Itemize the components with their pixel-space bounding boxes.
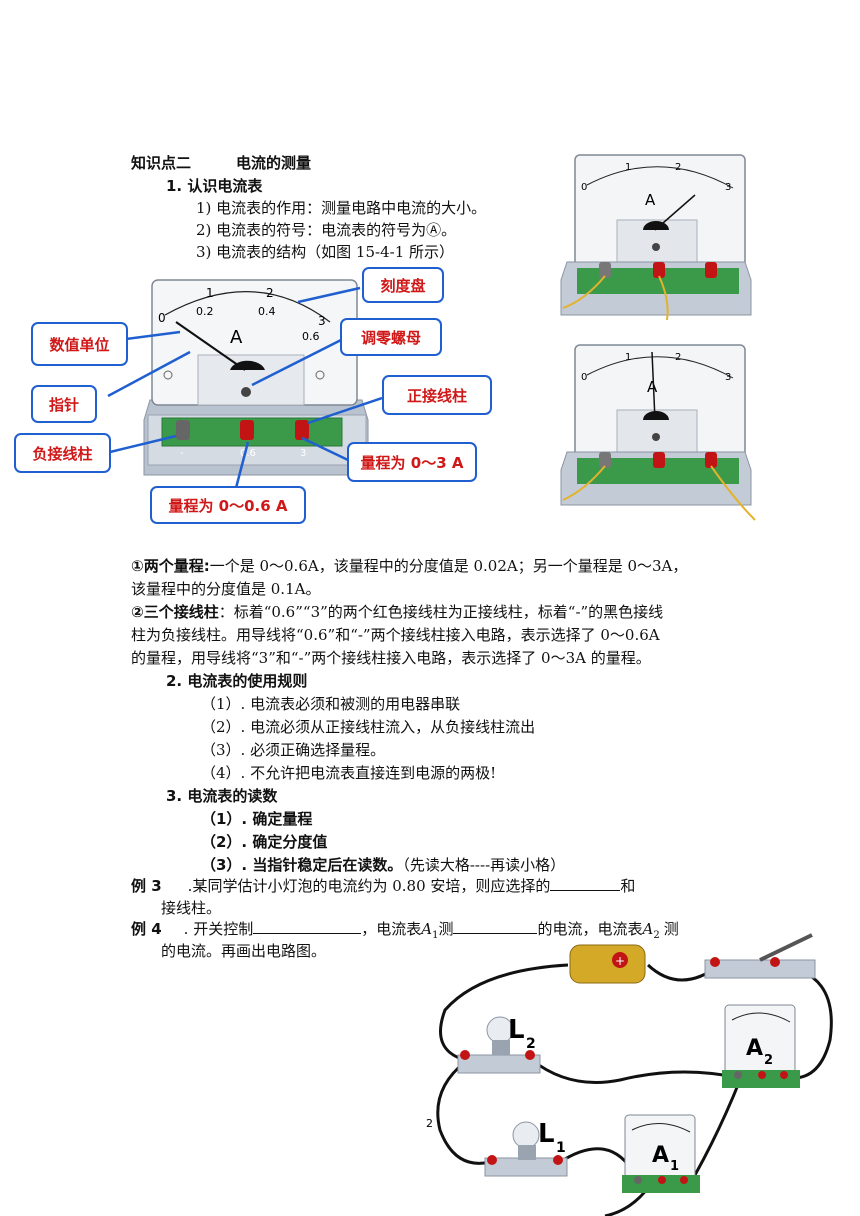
bot-scale-2: 2: [675, 352, 681, 363]
terminal-label-0-6: 0.6: [240, 448, 256, 459]
reading-3: （3）. 当指针稳定后在读数。（先读大格----再读小格）: [201, 854, 565, 876]
para-terminals-text1: ：标着“0.6”“3”的两个红色接线柱为正接线柱，标着“-”的黑色接线: [218, 603, 664, 621]
ammeter-photo-top: 0 1 2 3 A: [560, 154, 752, 321]
example-4-label: 例 4: [131, 920, 162, 938]
terminal-label-neg: -: [180, 448, 184, 459]
switch: [704, 959, 816, 979]
example-3-text: .某同学估计小灯泡的电流约为 0.80 安培，则应选择的: [187, 877, 551, 895]
rule-2: （2）. 电流必须从正接线柱流入，从负接线柱流出: [201, 718, 536, 736]
bot-scale-3: 3: [725, 372, 731, 383]
callout-range-3: 量程为 0～3 A: [347, 442, 477, 482]
para-terminals-lead: ②三个接线柱: [131, 603, 219, 621]
label-a2: A: [746, 1036, 763, 1061]
section-title: 知识点二: [131, 154, 192, 172]
callout-leaders: [107, 286, 383, 489]
scale-0-6: 0.6: [302, 330, 320, 343]
example-4-t4: 的电流，电流表: [537, 920, 643, 938]
section-subtitle: 电流的测量: [236, 154, 312, 172]
para-terminals-line3: 的量程，用导线将“3”和“-”两个接线柱接入电路，表示选择了 0～3A 的量程。: [131, 649, 651, 667]
rule-3: （3）. 必须正确选择量程。: [201, 741, 386, 759]
callout-zero-nut: 调零螺母: [340, 318, 442, 356]
para-terminals-line2: 柱为负接线柱。用导线将“0.6”和“-”两个接线柱接入电路，表示选择了 0～0.…: [131, 626, 660, 644]
reading-3-bold: （3）. 当指针稳定后在读数。: [201, 856, 403, 874]
example-4-line2: 的电流。再画出电路图。: [161, 942, 327, 960]
example-4-a2-sub: 2: [653, 930, 660, 941]
scale-0: 0: [158, 311, 166, 325]
battery: [569, 944, 646, 984]
bot-scale-0: 0: [581, 372, 587, 383]
circuit-diagram: + L 2 L 1 A 2 A 1 2: [426, 933, 833, 1216]
callout-dial: 刻度盘: [362, 267, 444, 303]
example-4-t1: . 开关控制: [183, 920, 254, 938]
item-1-1: 1) 电流表的作用：测量电路中电流的大小。: [196, 199, 487, 217]
neg-terminal-knob: [176, 420, 190, 440]
callout-range-0-6: 量程为 0～0.6 A: [150, 486, 306, 524]
top-scale-1: 1: [625, 162, 631, 173]
callout-pointer: 指针: [31, 385, 97, 423]
scale-0-4: 0.4: [258, 305, 276, 318]
top-unit: A: [645, 191, 656, 209]
heading-usage-rules: 2. 电流表的使用规则: [166, 672, 308, 690]
scale-3: 3: [318, 314, 326, 328]
label-l2-sub: 2: [526, 1036, 536, 1052]
para-ranges-line2: 该量程中的分度值是 0.1A。: [131, 580, 321, 598]
top-scale-0: 0: [581, 182, 587, 193]
heading-reading: 3. 电流表的读数: [166, 787, 278, 805]
top-scale-2: 2: [675, 162, 681, 173]
example-4-a1-sub: 1: [432, 930, 439, 941]
ammeter-figure: 0 1 2 3 0.2 0.4 0.6 A - 0.6 3: [143, 279, 369, 476]
item-1-2: 2) 电流表的符号：电流表的符号为Ⓐ。: [196, 221, 457, 239]
example-3-tail: 和: [620, 877, 636, 895]
callout-pos-terminal: 正接线柱: [382, 375, 492, 415]
para-ranges-text1: 一个是 0～0.6A，该量程中的分度值是 0.02A；另一个量程是 0～3A，: [209, 557, 688, 575]
example-3-line2: 接线柱。: [161, 899, 222, 917]
top-scale-3: 3: [725, 182, 731, 193]
heading-recognize-ammeter: 1. 认识电流表: [166, 177, 263, 195]
label-l2: L: [508, 1015, 525, 1045]
scale-1: 1: [206, 286, 214, 300]
rule-1: （1）. 电流表必须和被测的用电器串联: [201, 695, 461, 713]
example-4-t2: ，电流表: [361, 920, 422, 938]
label-a2-sub: 2: [764, 1053, 773, 1068]
example-4-blank-1[interactable]: [253, 917, 362, 934]
terminal-label-3: 3: [300, 448, 306, 459]
callout-unit: 数值单位: [31, 322, 128, 366]
example-4-a2: A: [642, 920, 654, 938]
example-4-a1: A: [421, 920, 433, 938]
scale-0-2: 0.2: [196, 305, 214, 318]
para-ranges-lead: ①两个量程:: [131, 557, 210, 575]
example-3-label: 例 3: [131, 877, 162, 895]
bot-unit: A: [647, 378, 658, 396]
para-terminals-line1: ②三个接线柱：标着“0.6”“3”的两个红色接线柱为正接线柱，标着“-”的黑色接…: [131, 601, 663, 623]
example-3-line1: 例 3 .某同学估计小灯泡的电流约为 0.80 安培，则应选择的 和: [131, 874, 635, 897]
example-3-blank[interactable]: [550, 874, 621, 891]
callout-neg-terminal: 负接线柱: [14, 433, 111, 473]
scale-2: 2: [266, 286, 274, 300]
terminal-0-6-knob: [240, 420, 254, 440]
label-l1-sub: 1: [556, 1140, 566, 1156]
item-1-3: 3) 电流表的结构（如图 15-4-1 所示）: [196, 243, 455, 261]
side-number: 2: [426, 1117, 433, 1130]
ammeter-photo-bottom: 0 1 2 3 A: [560, 344, 756, 521]
label-a1: A: [652, 1143, 669, 1168]
reading-1: （1）. 确定量程: [201, 810, 313, 828]
bot-scale-1: 1: [625, 352, 631, 363]
label-l1: L: [538, 1119, 555, 1149]
example-4-t5: 测: [663, 920, 679, 938]
reading-2: （2）. 确定分度值: [201, 833, 328, 851]
example-4-t3: 测: [438, 920, 454, 938]
svg-text:+: +: [615, 954, 625, 968]
reading-3-normal: （先读大格----再读小格）: [402, 856, 566, 874]
zero-adjust-nut: [241, 387, 251, 397]
para-ranges-line1: ①两个量程:一个是 0～0.6A，该量程中的分度值是 0.02A；另一个量程是 …: [131, 555, 687, 577]
example-4-blank-2[interactable]: [453, 917, 538, 934]
rule-4: （4）. 不允许把电流表直接连到电源的两极!: [201, 764, 497, 782]
unit-symbol: A: [230, 327, 243, 348]
label-a1-sub: 1: [670, 1159, 679, 1174]
terminal-3-knob: [295, 420, 309, 440]
